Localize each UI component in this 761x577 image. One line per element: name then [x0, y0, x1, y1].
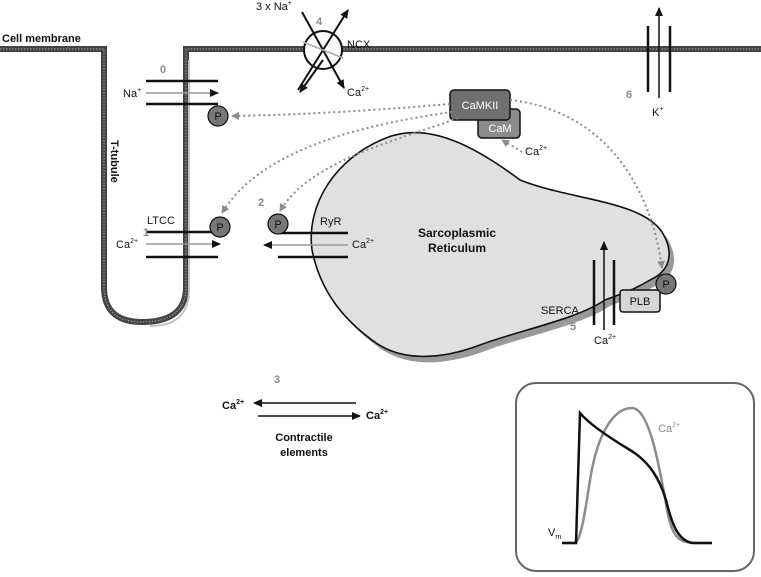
camkii-label: CaMKII — [462, 100, 499, 112]
step-2: 2 — [258, 197, 264, 209]
p-circle-icon — [209, 216, 231, 238]
ncx-label: NCX — [347, 39, 371, 51]
step-0: 0 — [160, 64, 166, 76]
serca-pump — [592, 241, 677, 330]
ca-label-ryr: Ca2+ — [352, 238, 374, 251]
ncx-na-label: 3 x Na+ — [256, 0, 292, 13]
ca-label-cam: Ca2+ — [525, 145, 547, 158]
ca-label-contractile-right: Ca2+ — [366, 409, 388, 422]
sr-label-line1: Sarcoplasmic — [418, 226, 496, 240]
sarcoplasmic-reticulum — [310, 131, 675, 363]
ltcc-channel — [146, 216, 231, 259]
inset-ca-label: Ca2+ — [658, 422, 680, 435]
cell-membrane — [0, 46, 761, 327]
sr-label-line2: Reticulum — [428, 241, 486, 255]
ca-label-serca: Ca2+ — [594, 334, 616, 347]
contractile-arrows — [253, 399, 361, 420]
serca-label: SERCA — [541, 305, 580, 317]
p-label-na: P — [214, 111, 221, 123]
ryr-label: RyR — [320, 216, 341, 228]
ca-label-ltcc: Ca2+ — [116, 238, 138, 251]
ca-label-ncx: Ca2+ — [347, 86, 369, 99]
ryr-channel — [263, 213, 348, 259]
step-5: 5 — [570, 321, 576, 333]
p-label-plb: P — [662, 279, 669, 291]
step-3: 3 — [274, 374, 280, 386]
ltcc-label: LTCC — [147, 215, 175, 227]
p-circle-icon — [207, 105, 229, 127]
plb-label: PLB — [630, 296, 651, 308]
trace-inset — [515, 382, 755, 572]
step-1: 1 — [143, 227, 149, 239]
potassium-channel — [646, 7, 672, 98]
cam-label: CaM — [488, 123, 511, 135]
p-label-ryr: P — [274, 219, 281, 231]
step-4: 4 — [316, 16, 323, 28]
sodium-channel — [146, 79, 229, 127]
p-circle-icon — [655, 273, 677, 295]
p-label-ltcc: P — [216, 222, 223, 234]
vm-trace — [562, 409, 712, 545]
na-label: Na+ — [123, 87, 141, 100]
p-circle-icon — [267, 213, 289, 235]
plb-box — [619, 289, 661, 313]
t-tubule-label: T-tubule — [108, 140, 120, 183]
cell-membrane-label: Cell membrane — [2, 33, 81, 45]
camkii-arrows — [221, 99, 666, 269]
inset-vm-label: Vm — [548, 527, 561, 541]
cam-ca-arrow — [501, 139, 523, 153]
ca-label-contractile-left: Ca2+ — [222, 399, 244, 412]
ca-trace — [562, 406, 712, 545]
ncx-exchanger — [297, 9, 349, 93]
contractile-label-line1: Contractile — [275, 432, 332, 444]
k-label: K+ — [652, 106, 663, 119]
contractile-label-line2: elements — [280, 447, 328, 459]
step-6: 6 — [626, 89, 632, 101]
